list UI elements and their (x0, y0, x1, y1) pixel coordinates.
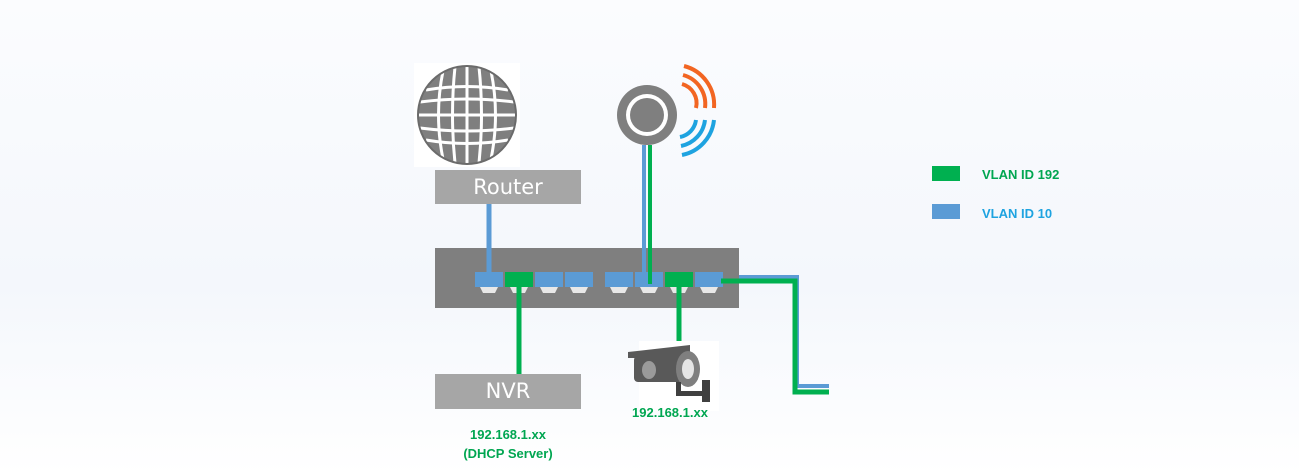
router-label: Router (473, 175, 543, 199)
switch-ports (475, 272, 723, 293)
switch-port (605, 272, 633, 293)
nvr-label: NVR (485, 379, 531, 403)
nvr-ip-label: 192.168.1.xx (470, 427, 546, 442)
nvr-box: NVR (435, 374, 581, 409)
router-box: Router (435, 170, 581, 204)
switch-port (475, 272, 503, 293)
wifi-access-point-icon (617, 64, 717, 157)
cable-uplink (721, 275, 829, 395)
switch-port (665, 272, 693, 293)
switch-port (695, 272, 723, 293)
cable-ap-switch (642, 145, 652, 284)
switch-port (535, 272, 563, 293)
legend-swatch-vlan192 (932, 166, 960, 181)
cctv-camera-icon (628, 341, 719, 411)
switch-port (565, 272, 593, 293)
legend-swatch-vlan10 (932, 204, 960, 219)
nvr-role-label: (DHCP Server) (463, 446, 553, 461)
globe-icon (414, 63, 520, 167)
legend-label-vlan192: VLAN ID 192 (982, 167, 1060, 182)
legend-label-vlan10: VLAN ID 10 (982, 206, 1053, 221)
camera-ip-label: 192.168.1.xx (632, 405, 708, 420)
